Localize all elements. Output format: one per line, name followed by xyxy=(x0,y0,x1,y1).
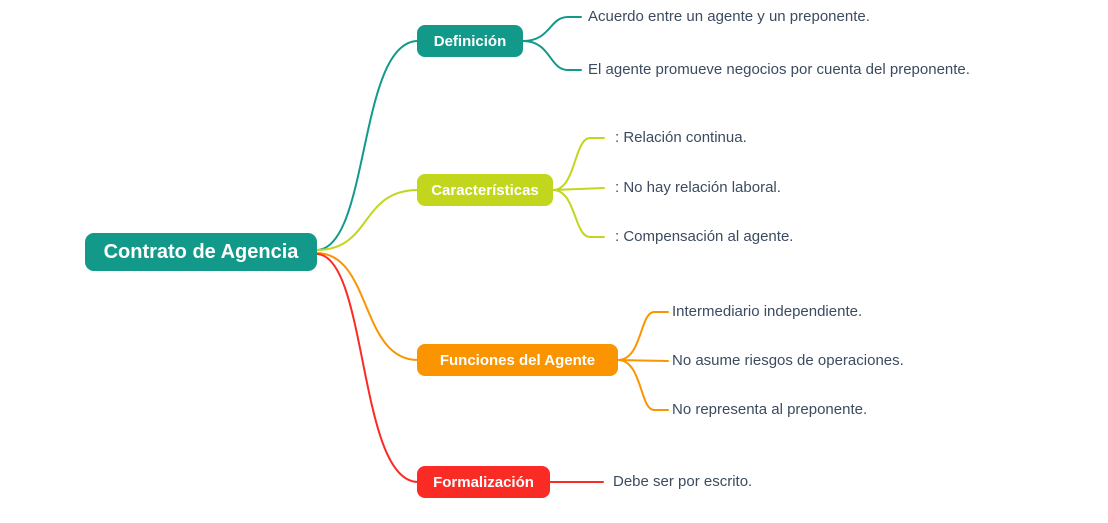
leaf-node[interactable]: Intermediario independiente. xyxy=(672,303,863,320)
connector-root-caracteristicas xyxy=(316,189,419,251)
leaf-node[interactable]: El agente promueve negocios por cuenta d… xyxy=(588,61,970,78)
connector-definicion-leaf-2 xyxy=(522,40,582,71)
connector-caracteristicas-leaf-2 xyxy=(552,187,605,191)
root-node-contrato-de-agencia[interactable]: Contrato de Agencia xyxy=(85,233,317,271)
connector-funciones-leaf-2 xyxy=(617,359,669,362)
connector-root-formalizacion xyxy=(316,253,419,483)
branch-node-funciones-del-agente[interactable]: Funciones del Agente xyxy=(417,344,618,376)
leaf-node[interactable]: Debe ser por escrito. xyxy=(613,473,753,490)
connector-caracteristicas-leaf-1 xyxy=(552,137,605,191)
leaf-node[interactable]: : Relación continua. xyxy=(615,129,747,146)
leaf-node[interactable]: No asume riesgos de operaciones. xyxy=(672,352,904,369)
connector-caracteristicas-leaf-3 xyxy=(552,189,605,238)
connector-funciones-leaf-3 xyxy=(617,359,669,411)
connector-root-definicion xyxy=(316,40,419,251)
connector-definicion-leaf-1 xyxy=(522,16,582,42)
leaf-node[interactable]: No representa al preponente. xyxy=(672,401,868,418)
branch-node-definicion[interactable]: Definición xyxy=(417,25,523,57)
branch-node-formalizacion[interactable]: Formalización xyxy=(417,466,550,498)
leaf-node[interactable]: : Compensación al agente. xyxy=(615,228,794,245)
connector-root-funciones xyxy=(316,252,419,361)
leaf-node[interactable]: Acuerdo entre un agente y un preponente. xyxy=(588,8,870,25)
branch-node-caracteristicas[interactable]: Características xyxy=(417,174,553,206)
connector-funciones-leaf-1 xyxy=(617,311,669,361)
leaf-node[interactable]: : No hay relación laboral. xyxy=(615,179,781,196)
